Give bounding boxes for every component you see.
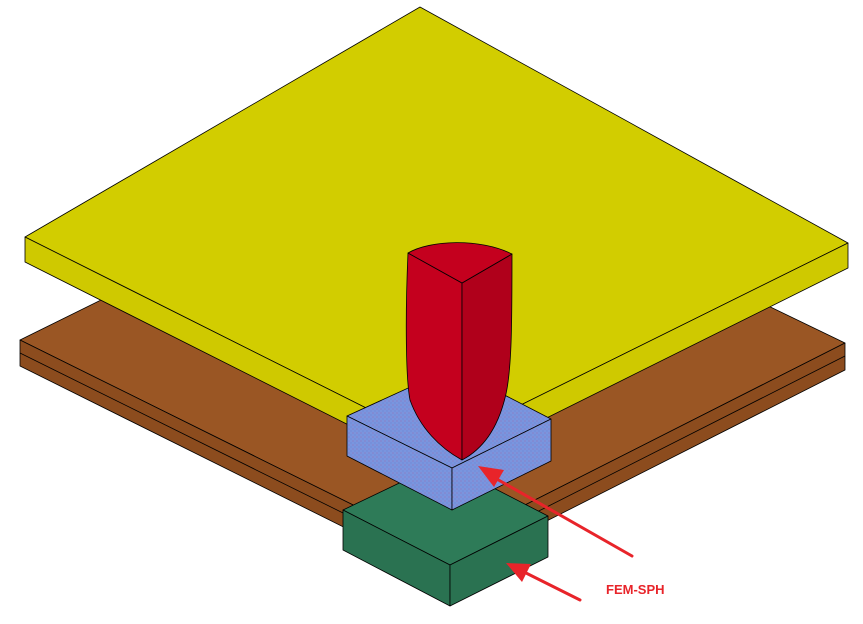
projectile-side-face [461, 253, 513, 461]
arrow-head-lower [506, 563, 531, 582]
arrow-head-sph [478, 466, 504, 487]
lower-block [342, 461, 549, 607]
projectile [405, 242, 513, 461]
sph-block-right-side [451, 418, 552, 511]
annotation-label: FEM-SPH [606, 582, 665, 597]
arrow-to-sph-block [493, 476, 634, 558]
arrow-to-lower-block [520, 569, 582, 602]
annotation-arrows [478, 466, 634, 602]
projectile-front-face [405, 252, 463, 461]
projectile-top-cap [407, 242, 513, 284]
lower-block-right-side [449, 515, 549, 607]
